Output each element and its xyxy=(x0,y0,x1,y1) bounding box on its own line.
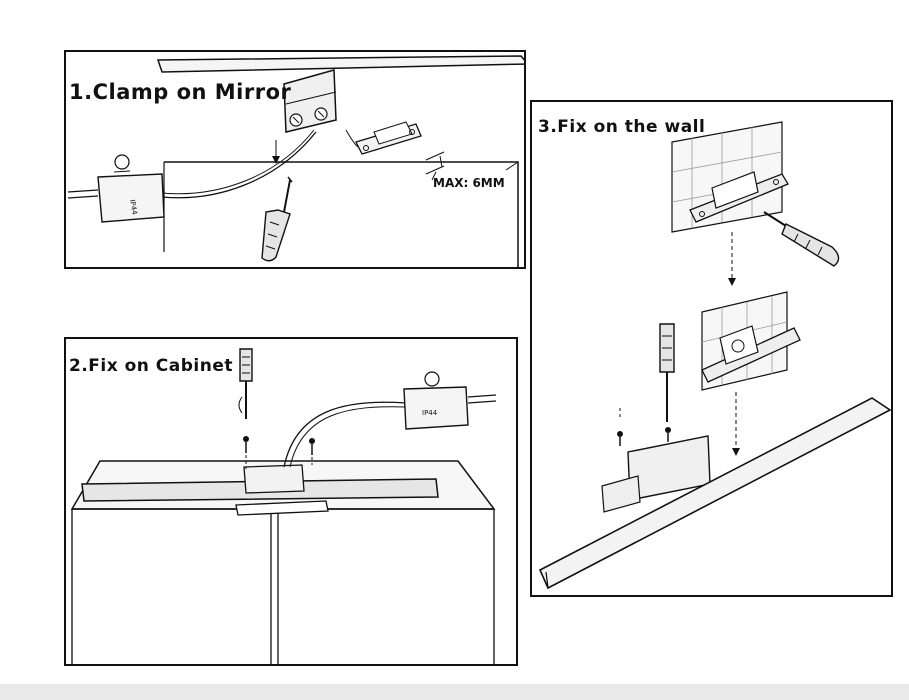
clamp-box xyxy=(283,69,337,133)
panel-fix-on-the-wall: 3.Fix on the wall xyxy=(530,100,893,597)
step-1-title: 1.Clamp on Mirror xyxy=(69,80,292,104)
step-2-title: 2.Fix on Cabinet xyxy=(69,356,234,376)
screwdriver-icon xyxy=(659,323,675,422)
clamp-box xyxy=(243,464,305,494)
svg-text:IP44: IP44 xyxy=(422,409,438,417)
panel-fix-on-cabinet: IP44 2.Fix on Cabinet xyxy=(64,337,518,666)
bottom-scroll-strip xyxy=(0,684,909,700)
bracket-icon xyxy=(235,500,329,516)
panel-clamp-on-mirror: IP44 1.Clamp on Mirror MAX: 6MM xyxy=(64,50,526,269)
driver-box-icon: IP44 xyxy=(403,371,497,430)
screw-icon xyxy=(617,408,671,446)
light-bar xyxy=(156,55,524,73)
arrow-icon xyxy=(728,278,736,286)
screw-icon xyxy=(243,436,315,455)
bracket-icon xyxy=(701,325,801,383)
fix-on-the-wall-illustration xyxy=(538,121,891,590)
max-thickness-label: MAX: 6MM xyxy=(433,176,505,190)
bracket-icon xyxy=(355,121,422,155)
clamp-on-mirror-illustration: IP44 xyxy=(67,55,524,267)
screwdriver-icon xyxy=(763,211,840,267)
wall-tile xyxy=(671,121,783,233)
driver-box-icon: IP44 xyxy=(67,154,165,223)
screwdriver-icon xyxy=(238,348,253,419)
cable xyxy=(161,131,317,199)
bracket-icon xyxy=(601,475,641,513)
svg-text:IP44: IP44 xyxy=(128,199,139,216)
step-3-title: 3.Fix on the wall xyxy=(538,117,706,137)
fix-on-cabinet-illustration: IP44 xyxy=(70,348,497,664)
bracket-icon xyxy=(689,171,789,223)
light-bar xyxy=(538,397,891,590)
screwdriver-icon xyxy=(261,176,293,262)
